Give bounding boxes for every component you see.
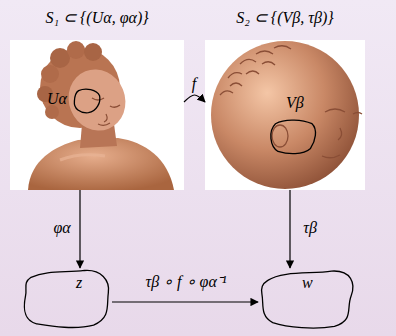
region-label: w <box>302 274 313 292</box>
region-outline <box>271 120 316 154</box>
parameter-domain: w <box>258 268 356 330</box>
parameter-domain: z <box>20 268 112 330</box>
region-outline <box>74 89 100 113</box>
chart-region: Vβ <box>268 118 318 156</box>
region-label: Uα <box>47 90 67 108</box>
region-label: Vβ <box>286 94 304 112</box>
map-label: φα <box>53 219 70 237</box>
mapping-arrow <box>112 301 258 302</box>
chart-domain: S₂ ⊂ {(Vβ, τβ)}Vβ <box>205 40 365 190</box>
image-panel <box>205 40 365 190</box>
mapping-arrow <box>79 190 80 268</box>
map-label: τβ ∘ f ∘ φα⁻¹ <box>145 273 226 291</box>
face-sphere <box>211 41 362 189</box>
map-label: f <box>192 75 196 93</box>
region-outline <box>262 271 353 328</box>
region-outline <box>268 118 318 156</box>
chart-domain: S₁ ⊂ {(Uα, φα)}Uα <box>10 40 184 190</box>
mapping-arrow <box>184 95 205 102</box>
chart-region: Uα <box>73 88 101 114</box>
region-outline <box>20 268 112 330</box>
region-outline <box>73 88 101 114</box>
image-panel <box>10 40 184 190</box>
map-label: τβ <box>303 219 317 237</box>
atlas-heading: S₂ ⊂ {(Vβ, τβ)} <box>205 9 365 27</box>
mapping-arrow <box>289 190 290 268</box>
atlas-heading: S₁ ⊂ {(Uα, φα)} <box>10 9 184 27</box>
sculpture <box>28 41 174 190</box>
region-label: z <box>76 274 82 292</box>
region-outline <box>24 270 108 327</box>
